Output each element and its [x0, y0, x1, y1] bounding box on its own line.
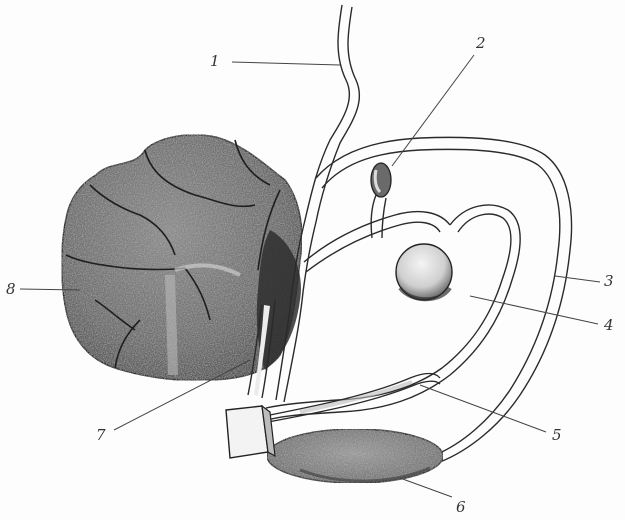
cube-junction	[226, 406, 275, 458]
label-5: 5	[552, 426, 562, 444]
label-7: 7	[96, 426, 106, 444]
label-4: 4	[603, 316, 614, 334]
oval-body-6	[267, 429, 443, 483]
label-3: 3	[604, 272, 614, 290]
label-8: 8	[6, 280, 16, 298]
outer-loop-3	[316, 137, 572, 462]
label-6: 6	[456, 498, 466, 516]
label-1: 1	[210, 52, 220, 70]
lobed-mass	[62, 135, 302, 381]
small-bulb-2	[371, 163, 391, 238]
label-2: 2	[475, 34, 486, 52]
round-bulb	[396, 244, 452, 300]
